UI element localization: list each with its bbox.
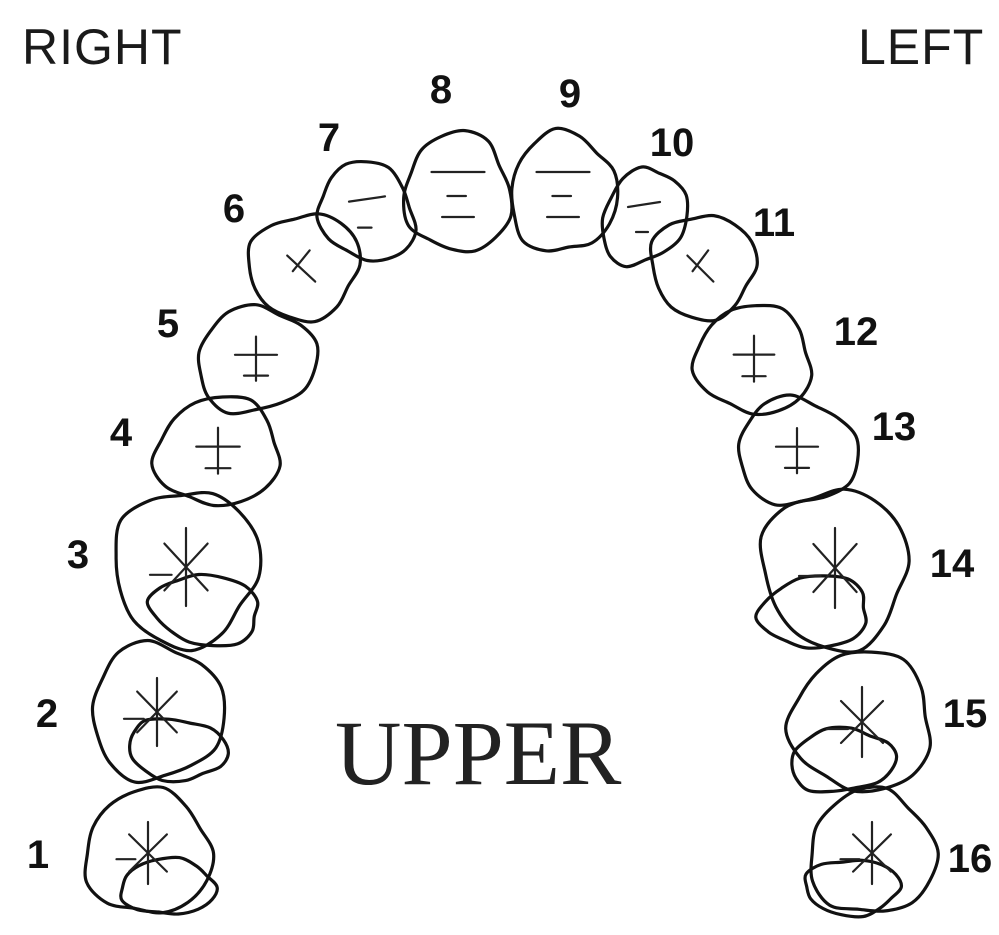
- tooth-6: [248, 214, 360, 322]
- tooth-outline: [116, 493, 261, 651]
- tooth-outline: [152, 397, 280, 506]
- tooth-16: [805, 787, 938, 917]
- tooth-number-9: 9: [559, 72, 581, 116]
- tooth-11: [651, 215, 758, 320]
- tooth-outline: [602, 167, 687, 267]
- tooth-3: [116, 493, 261, 651]
- tooth-outline: [248, 214, 360, 322]
- tooth-outline: [651, 215, 758, 320]
- tooth-number-2: 2: [36, 692, 58, 736]
- tooth-number-4: 4: [110, 411, 133, 455]
- tooth-number-1: 1: [27, 833, 49, 877]
- tooth-outline: [786, 652, 931, 792]
- tooth-7: [317, 162, 416, 261]
- tooth-number-7: 7: [318, 116, 340, 160]
- tooth-groove: [628, 202, 660, 207]
- tooth-15: [786, 652, 931, 792]
- tooth-14: [756, 489, 909, 652]
- tooth-number-12: 12: [834, 310, 879, 354]
- tooth-8: [404, 131, 512, 252]
- tooth-outline: [404, 131, 512, 252]
- tooth-2: [92, 641, 228, 783]
- tooth-1: [85, 787, 217, 914]
- tooth-10: [602, 167, 687, 267]
- tooth-number-8: 8: [430, 68, 452, 112]
- arch-title: UPPER: [335, 700, 621, 806]
- tooth-lobe: [792, 727, 897, 792]
- tooth-number-11: 11: [753, 201, 795, 245]
- tooth-number-10: 10: [650, 121, 695, 165]
- tooth-number-6: 6: [223, 187, 245, 231]
- tooth-lobe: [756, 576, 866, 648]
- tooth-outline: [317, 162, 416, 261]
- tooth-number-16: 16: [948, 837, 993, 881]
- tooth-4: [152, 397, 280, 506]
- tooth-number-13: 13: [872, 405, 917, 449]
- tooth-number-14: 14: [930, 542, 975, 586]
- tooth-outline: [85, 787, 214, 913]
- tooth-number-15: 15: [943, 692, 988, 736]
- tooth-groove: [349, 196, 385, 201]
- tooth-number-5: 5: [157, 302, 179, 346]
- tooth-number-3: 3: [67, 533, 89, 577]
